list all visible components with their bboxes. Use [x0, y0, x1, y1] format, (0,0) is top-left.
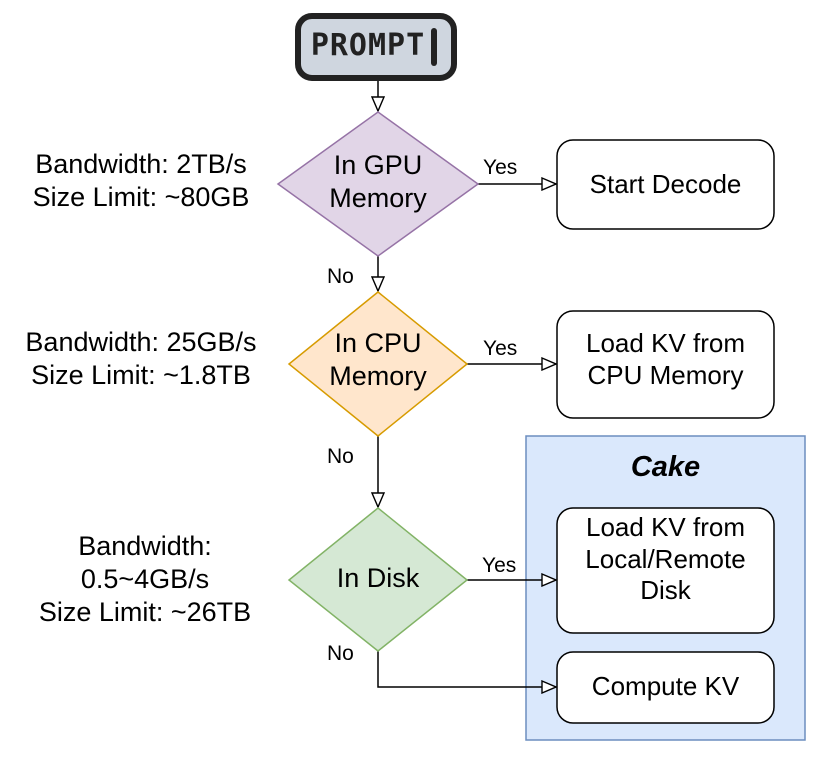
load-cpu-box: [556, 310, 775, 419]
edge-gpu-no-label: No: [327, 265, 354, 288]
prompt-box: [295, 13, 457, 81]
cpu-specs: Bandwidth: 25GB/s Size Limit: ~1.8TB: [0, 326, 282, 392]
compute-kv-box: [556, 651, 775, 724]
prompt-cursor: [431, 28, 437, 66]
decision-gpu-label: In GPU Memory: [308, 149, 448, 215]
disk-bandwidth-label: Bandwidth:: [78, 531, 212, 561]
cpu-bandwidth: Bandwidth: 25GB/s: [25, 327, 257, 357]
edge-disk-no-label: No: [327, 642, 354, 665]
disk-size-limit: Size Limit: ~26TB: [38, 596, 252, 627]
start-decode-box: [556, 139, 775, 230]
decision-gpu-line1: In GPU: [333, 150, 423, 180]
decision-cpu-line1: In CPU: [334, 328, 422, 358]
compute-kv-label: Compute KV: [557, 671, 774, 703]
load-disk-line1: Load KV from: [586, 512, 745, 542]
load-cpu-label: Load KV from CPU Memory: [557, 328, 774, 391]
decision-disk-diamond: [287, 507, 469, 652]
decision-disk-line1: In Disk: [336, 563, 420, 593]
compute-kv-line1: Compute KV: [591, 671, 740, 701]
edge-gpu-yes-label: Yes: [483, 156, 518, 179]
load-disk-label: Load KV from Local/Remote Disk: [557, 512, 774, 607]
decision-cpu-label: In CPU Memory: [308, 327, 448, 393]
gpu-specs: Bandwidth: 2TB/s Size Limit: ~80GB: [0, 148, 282, 214]
load-cpu-line2: CPU Memory: [587, 359, 744, 390]
load-disk-box: [556, 507, 775, 634]
start-decode-label: Start Decode: [557, 169, 774, 201]
prompt-label: PROMPT: [310, 28, 426, 63]
start-decode-line1: Start Decode: [589, 169, 742, 199]
decision-gpu-line2: Memory: [329, 182, 427, 213]
decision-gpu-diamond: [276, 111, 480, 257]
load-cpu-line1: Load KV from: [586, 328, 745, 358]
decision-disk-label: In Disk: [308, 562, 448, 595]
load-disk-line2: Local/Remote: [585, 543, 746, 574]
cpu-size-limit: Size Limit: ~1.8TB: [31, 359, 251, 390]
edge-disk-yes-label: Yes: [482, 554, 517, 577]
gpu-size-limit: Size Limit: ~80GB: [32, 181, 250, 212]
gpu-bandwidth: Bandwidth: 2TB/s: [35, 149, 247, 179]
disk-bandwidth-value: 0.5~4GB/s: [80, 563, 210, 594]
edge-cpu-no-label: No: [327, 445, 354, 468]
edge-cpu-yes-label: Yes: [483, 337, 518, 360]
decision-cpu-line2: Memory: [329, 360, 427, 391]
edge-disk-no: [377, 651, 556, 687]
cake-title: Cake: [630, 451, 701, 483]
disk-specs: Bandwidth: 0.5~4GB/s Size Limit: ~26TB: [0, 530, 290, 629]
decision-cpu-diamond: [287, 291, 469, 437]
load-disk-line3: Disk: [640, 575, 691, 606]
